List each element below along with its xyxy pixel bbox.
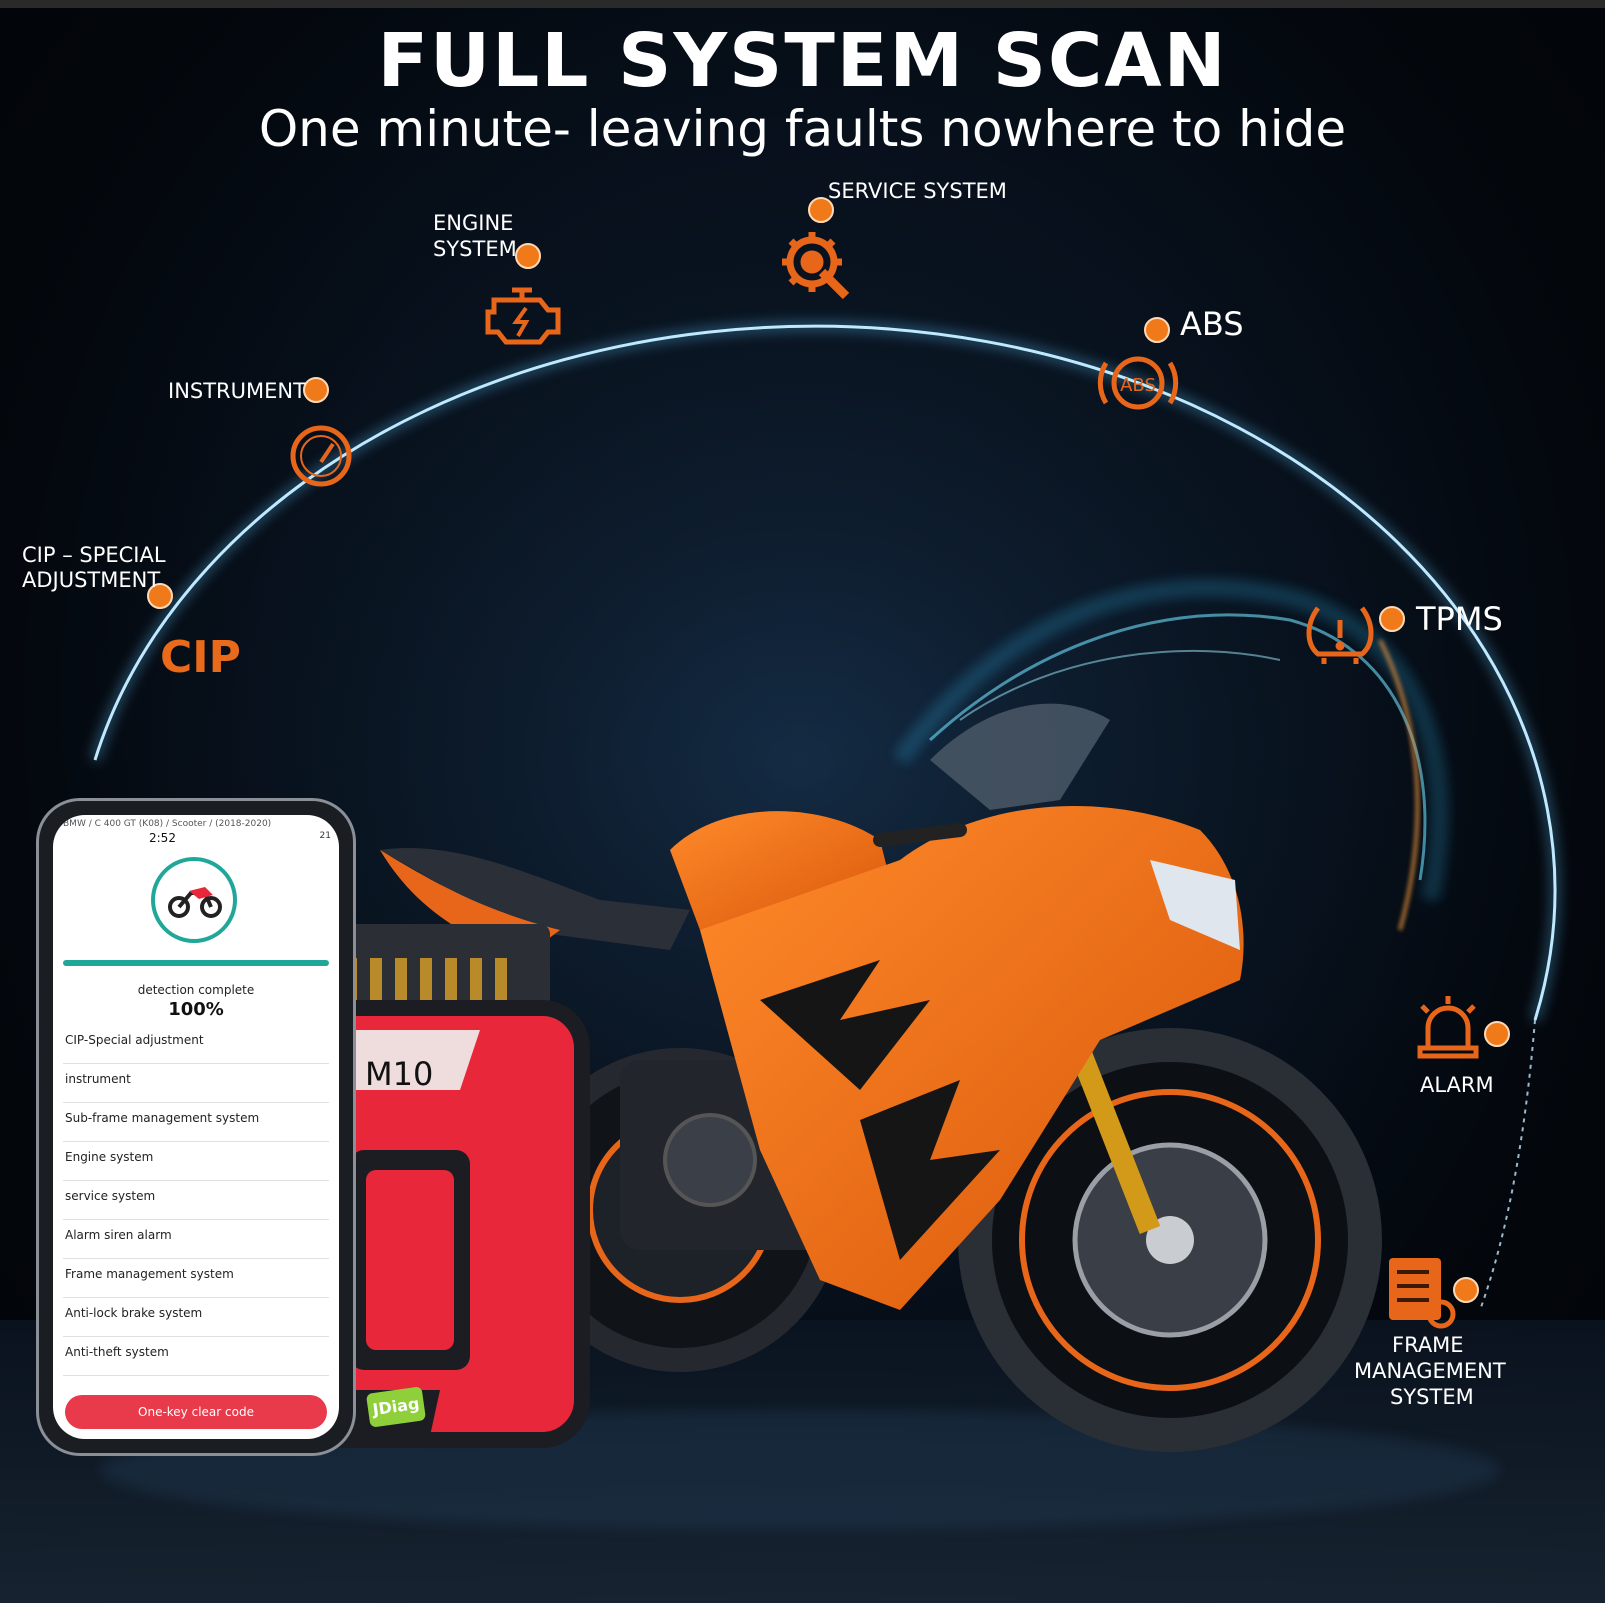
list-item[interactable]: Frame management system: [63, 1259, 329, 1298]
label-frame-line1: FRAME: [1392, 1333, 1464, 1357]
node-abs: [1144, 317, 1170, 343]
node-engine: [515, 243, 541, 269]
system-list: CIP-Special adjustment instrument Sub-fr…: [63, 1025, 329, 1376]
label-frame-line3: SYSTEM: [1390, 1385, 1474, 1409]
speedometer-icon: [290, 425, 352, 487]
page-title: FULL SYSTEM SCAN: [377, 18, 1228, 104]
list-item[interactable]: Alarm siren alarm: [63, 1220, 329, 1259]
list-item[interactable]: Engine system: [63, 1142, 329, 1181]
windscreen: [930, 703, 1110, 810]
status-time: 2:52: [149, 831, 176, 845]
phone-screen: BMW / C 400 GT (K08) / Scooter / (2018-2…: [53, 815, 339, 1439]
tpms-icon: [1306, 606, 1374, 664]
node-service: [808, 197, 834, 223]
progress-percent: 100%: [168, 999, 224, 1020]
list-item[interactable]: instrument: [63, 1064, 329, 1103]
label-service-system: SERVICE SYSTEM: [828, 179, 1007, 203]
abs-icon-text: ABS: [1120, 375, 1156, 396]
device-connector: [328, 924, 550, 1024]
scan-arc-lower: [1479, 1019, 1536, 1311]
motorcycle: [380, 703, 1382, 1452]
label-abs: ABS: [1180, 305, 1244, 343]
list-item[interactable]: Anti-theft system: [63, 1337, 329, 1376]
node-instrument: [303, 377, 329, 403]
detection-label: detection complete: [137, 983, 255, 997]
node-alarm: [1484, 1021, 1510, 1047]
device-model-label: M10: [365, 1055, 434, 1093]
label-cip-line2: ADJUSTMENT: [22, 568, 161, 592]
engine-icon: [485, 287, 561, 345]
frame-checklist-icon: [1389, 1258, 1456, 1329]
one-key-clear-button[interactable]: One-key clear code: [65, 1395, 327, 1429]
top-border: [0, 0, 1605, 8]
service-gear-wrench-icon: [782, 232, 850, 300]
smartphone: BMW / C 400 GT (K08) / Scooter / (2018-2…: [36, 798, 356, 1456]
label-alarm: ALARM: [1420, 1073, 1494, 1097]
scan-arc: [93, 324, 1557, 1021]
node-tpms: [1379, 606, 1405, 632]
list-item[interactable]: Sub-frame management system: [63, 1103, 329, 1142]
label-engine-line1: ENGINE: [433, 211, 514, 235]
abs-icon: [1097, 356, 1179, 410]
label-engine-line2: SYSTEM: [433, 237, 517, 261]
battery-icon: 21: [319, 831, 331, 841]
fairing: [700, 806, 1244, 1310]
label-frame-line2: MANAGEMENT: [1354, 1359, 1506, 1383]
label-instrument: INSTRUMENT: [168, 379, 306, 403]
list-item[interactable]: CIP-Special adjustment: [63, 1025, 329, 1064]
status-breadcrumb: BMW / C 400 GT (K08) / Scooter / (2018-2…: [63, 819, 272, 829]
scan-progress-bar: [63, 960, 329, 966]
alarm-siren-icon: [1417, 996, 1479, 1059]
list-item[interactable]: Anti-lock brake system: [63, 1298, 329, 1337]
obd-device: [284, 924, 590, 1448]
label-cip-line1: CIP – SPECIAL: [22, 543, 166, 567]
cip-icon: CIP: [160, 632, 241, 683]
page-subtitle: One minute- leaving faults nowhere to hi…: [258, 100, 1347, 158]
arc-nodes: [147, 197, 1510, 1303]
headlight: [1150, 860, 1240, 950]
list-item[interactable]: service system: [63, 1181, 329, 1220]
motorcycle-icon: [151, 857, 237, 943]
node-cip: [147, 583, 173, 609]
node-frame: [1453, 1277, 1479, 1303]
label-tpms: TPMS: [1416, 600, 1503, 638]
seat: [380, 848, 690, 950]
